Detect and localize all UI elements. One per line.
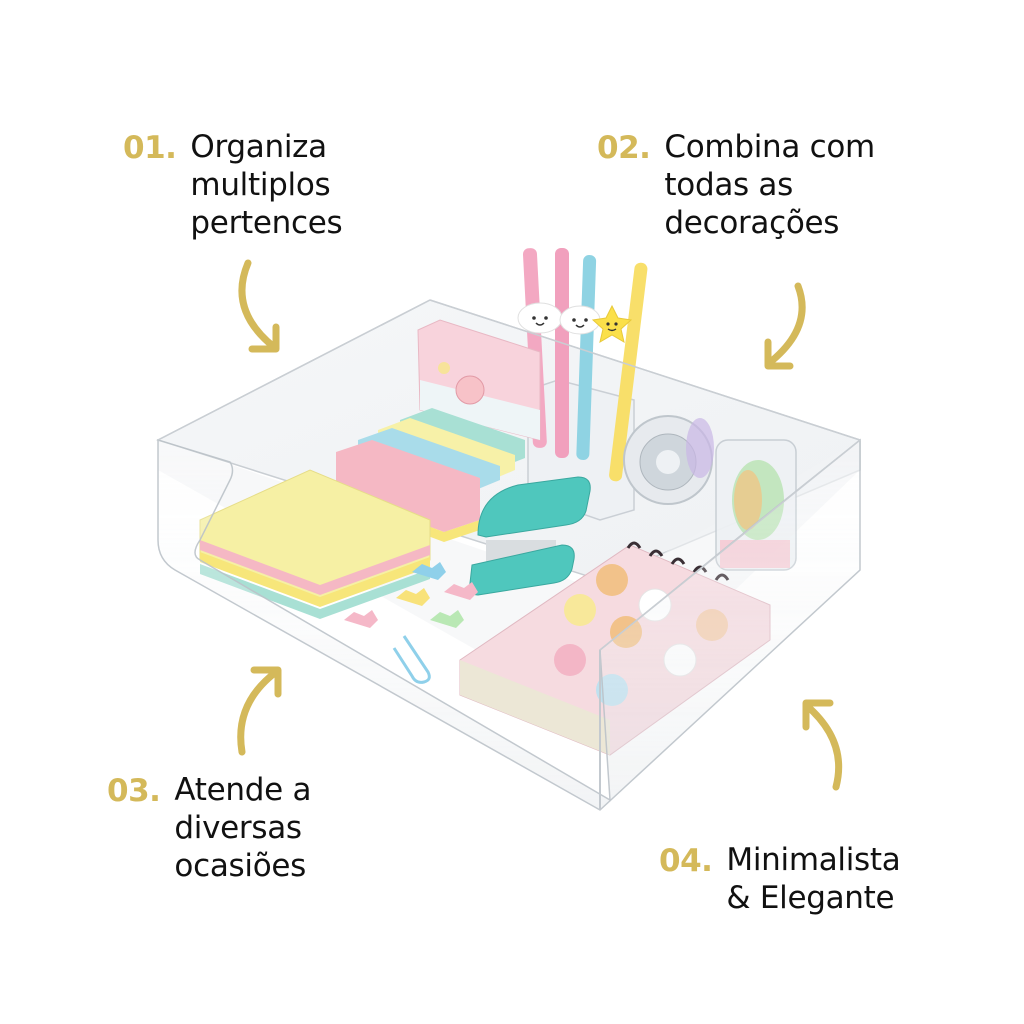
feature-text: Organiza multiplos pertences xyxy=(190,128,342,242)
star-pen-topper-icon xyxy=(591,304,633,344)
feature-text: Combina com todas as decorações xyxy=(664,128,875,242)
feature-number: 03. xyxy=(107,773,161,809)
feature-line: Organiza xyxy=(190,129,327,165)
feature-02: 02. Combina com todas as decorações xyxy=(597,128,875,242)
acrylic-tray-front xyxy=(157,299,861,811)
cloud-pen-topper-icon xyxy=(559,305,601,335)
cloud-pen-topper-icon xyxy=(517,302,563,334)
feature-line: Combina com xyxy=(664,129,875,165)
feature-01: 01. Organiza multiplos pertences xyxy=(123,128,343,242)
sticky-note-strips xyxy=(336,408,525,542)
feature-line: multiplos xyxy=(190,167,331,203)
feature-line: todas as xyxy=(664,167,793,203)
curved-arrow-up-left-icon xyxy=(802,699,843,791)
feature-number: 01. xyxy=(123,130,177,166)
feature-text: Minimalista & Elegante xyxy=(726,841,900,917)
pens xyxy=(517,248,648,482)
binder-clips xyxy=(344,562,478,684)
feature-line: pertences xyxy=(190,205,343,241)
feature-line: ocasiões xyxy=(174,848,306,884)
curved-arrow-down-right-icon xyxy=(238,259,280,353)
feature-number: 04. xyxy=(659,843,713,879)
feature-text: Atende a diversas ocasiões xyxy=(174,771,311,885)
mini-stapler xyxy=(469,476,591,596)
feature-line: Minimalista xyxy=(726,842,901,878)
feature-04: 04. Minimalista & Elegante xyxy=(659,841,901,917)
feature-number: 02. xyxy=(597,130,651,166)
feature-line: decorações xyxy=(664,205,840,241)
feature-line: Atende a xyxy=(174,772,312,808)
sticky-note-pad xyxy=(199,469,431,619)
curved-arrow-up-right-icon xyxy=(237,666,282,756)
feature-03: 03. Atende a diversas ocasiões xyxy=(107,771,311,885)
curved-arrow-down-left-icon xyxy=(764,282,806,370)
feature-line: & Elegante xyxy=(726,880,895,916)
sticky-tabs-box xyxy=(417,319,541,441)
feature-line: diversas xyxy=(174,810,302,846)
